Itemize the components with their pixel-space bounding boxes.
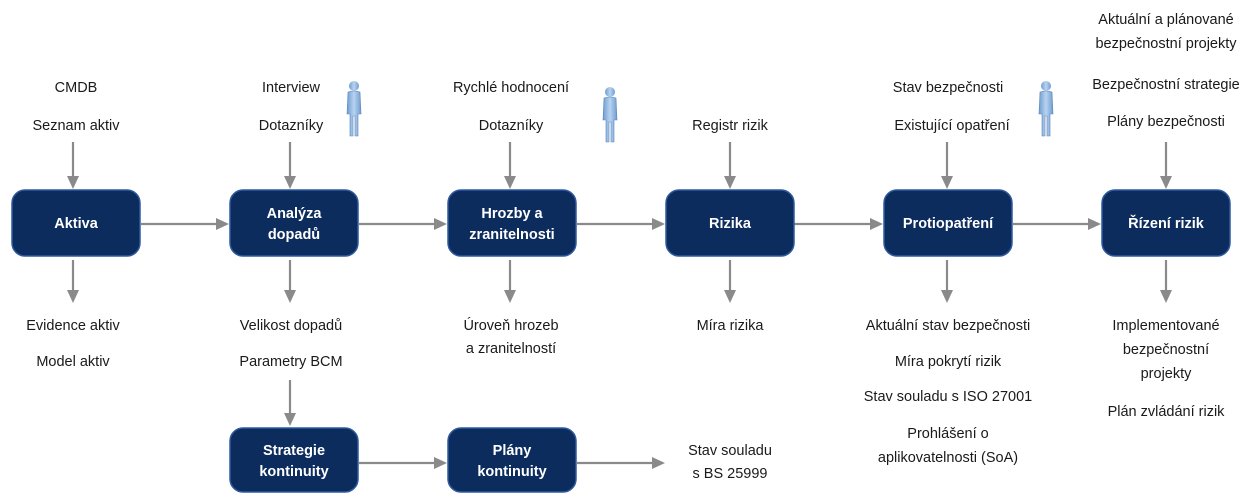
input-text: Dotazníky bbox=[259, 118, 324, 134]
output-text: a zranitelností bbox=[466, 341, 556, 357]
input-text: Seznam aktiv bbox=[32, 118, 120, 134]
node-rizika: Rizika bbox=[665, 189, 795, 257]
input-text: Plány bezpečnosti bbox=[1107, 114, 1225, 130]
input-text: Existující opatření bbox=[894, 118, 1009, 134]
inputs-rizeni: Aktuální a plánované bezpečnostní projek… bbox=[1092, 12, 1240, 130]
input-text: bezpečnostní projekty bbox=[1095, 36, 1237, 52]
node-rizeni-label: Řízení rizik bbox=[1128, 214, 1205, 232]
output-text: Míra rizika bbox=[697, 318, 765, 334]
outputs-protiopatreni: Aktuální stav bezpečnosti Míra pokrytí r… bbox=[864, 318, 1032, 466]
person-icon bbox=[346, 81, 362, 137]
output-text: Parametry BCM bbox=[239, 354, 342, 370]
output-text: Implementované bbox=[1112, 318, 1219, 334]
input-text: Registr rizik bbox=[692, 118, 768, 134]
output-text: Prohlášení o bbox=[907, 426, 988, 442]
flow-arrows bbox=[141, 218, 1101, 469]
node-analyza-label-1: Analýza bbox=[267, 206, 323, 222]
output-arrows bbox=[67, 260, 1172, 426]
output-text: projekty bbox=[1141, 366, 1193, 382]
outputs-hrozby: Úroveň hrozeb a zranitelností bbox=[463, 317, 558, 357]
output-text: Stav souladu bbox=[688, 443, 772, 459]
person-icon bbox=[602, 87, 618, 143]
outputs-aktiva: Evidence aktiv Model aktiv bbox=[26, 318, 120, 370]
output-text: s BS 25999 bbox=[693, 466, 768, 482]
output-text: Plán zvládání rizik bbox=[1108, 404, 1226, 420]
node-strategie-label-1: Strategie bbox=[263, 443, 325, 459]
output-text: aplikovatelnosti (SoA) bbox=[878, 450, 1018, 466]
node-aktiva: Aktiva bbox=[11, 189, 141, 257]
outputs-rizika: Míra rizika bbox=[697, 318, 765, 334]
input-text: Dotazníky bbox=[479, 118, 544, 134]
inputs-analyza: Interview Dotazníky bbox=[259, 80, 324, 134]
node-hrozby-label-2: zranitelnosti bbox=[469, 227, 554, 243]
inputs-hrozby: Rychlé hodnocení Dotazníky bbox=[453, 80, 569, 134]
input-text: Aktuální a plánované bbox=[1098, 12, 1233, 28]
input-text: Rychlé hodnocení bbox=[453, 80, 569, 96]
outputs-plany: Stav souladu s BS 25999 bbox=[688, 443, 772, 482]
node-strategie-label-2: kontinuity bbox=[259, 464, 328, 480]
inputs-protiopatreni: Stav bezpečnosti Existující opatření bbox=[893, 80, 1010, 134]
output-text: bezpečnostní bbox=[1123, 342, 1209, 358]
outputs-rizeni: Implementované bezpečnostní projekty Plá… bbox=[1108, 318, 1226, 420]
output-text: Míra pokrytí rizik bbox=[895, 354, 1002, 370]
node-hrozby-label-1: Hrozby a bbox=[481, 206, 543, 222]
person-icon bbox=[1038, 81, 1054, 137]
input-text: Interview bbox=[262, 80, 321, 96]
output-text: Evidence aktiv bbox=[26, 318, 120, 334]
input-text: CMDB bbox=[55, 80, 98, 96]
node-analyza-dopadu: Analýza dopadů bbox=[229, 189, 359, 257]
output-text: Stav souladu s ISO 27001 bbox=[864, 389, 1032, 405]
output-text: Velikost dopadů bbox=[240, 318, 342, 334]
output-text: Aktuální stav bezpečnosti bbox=[866, 318, 1030, 334]
node-plany-label-2: kontinuity bbox=[477, 464, 546, 480]
node-protiopatreni-label: Protiopatření bbox=[903, 216, 994, 232]
node-hrozby: Hrozby a zranitelnosti bbox=[447, 189, 577, 257]
output-text: Úroveň hrozeb bbox=[463, 317, 558, 334]
input-text: Stav bezpečnosti bbox=[893, 80, 1003, 96]
input-text: Bezpečnostní strategie bbox=[1092, 77, 1240, 93]
input-arrows bbox=[67, 142, 1172, 189]
node-analyza-label-2: dopadů bbox=[268, 227, 320, 243]
node-plany-kontinuity: Plány kontinuity bbox=[447, 427, 577, 493]
node-plany-label-1: Plány bbox=[493, 443, 532, 459]
inputs-aktiva: CMDB Seznam aktiv bbox=[32, 80, 120, 134]
node-protiopatreni: Protiopatření bbox=[883, 189, 1013, 257]
outputs-analyza: Velikost dopadů Parametry BCM bbox=[239, 318, 342, 370]
node-strategie-kontinuity: Strategie kontinuity bbox=[229, 427, 359, 493]
node-aktiva-label: Aktiva bbox=[54, 216, 98, 232]
output-text: Model aktiv bbox=[36, 354, 110, 370]
node-rizeni-rizik: Řízení rizik bbox=[1101, 189, 1231, 257]
node-rizika-label: Rizika bbox=[709, 216, 752, 232]
inputs-rizika: Registr rizik bbox=[692, 118, 768, 134]
